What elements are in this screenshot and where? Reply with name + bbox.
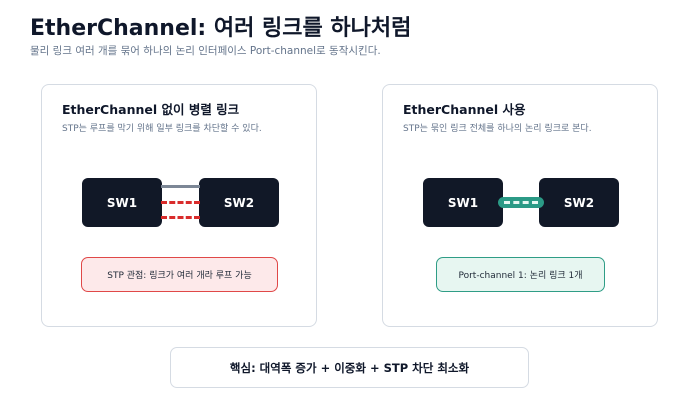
switch-sw2: SW2	[539, 178, 619, 227]
page-subtitle: 물리 링크 여러 개를 묶어 하나의 논리 인터페이스 Port-channel…	[30, 45, 381, 57]
switch-sw1: SW1	[423, 178, 503, 227]
blocked-link	[161, 201, 200, 204]
active-link	[161, 185, 200, 188]
switch-sw1: SW1	[82, 178, 162, 227]
bundle-links	[504, 201, 538, 204]
panel-without-etherchannel: EtherChannel 없이 병렬 링크 STP는 루프를 막기 위해 일부 …	[41, 84, 317, 327]
blocked-link	[161, 216, 200, 219]
stp-warning-note: STP 관점: 링크가 여러 개라 루프 가능	[81, 257, 278, 292]
page-title: EtherChannel: 여러 링크를 하나처럼	[30, 16, 412, 41]
switch-sw2: SW2	[199, 178, 279, 227]
port-channel-note: Port-channel 1: 논리 링크 1개	[436, 257, 605, 292]
panel-with-etherchannel: EtherChannel 사용 STP는 묶인 링크 전체를 하나의 논리 링크…	[382, 84, 658, 327]
panel-title: EtherChannel 사용	[403, 102, 526, 117]
panel-description: STP는 묶인 링크 전체를 하나의 논리 링크로 본다.	[403, 124, 592, 134]
port-channel-bundle	[498, 197, 544, 208]
panel-description: STP는 루프를 막기 위해 일부 링크를 차단할 수 있다.	[62, 124, 262, 134]
summary-box: 핵심: 대역폭 증가 + 이중화 + STP 차단 최소화	[170, 347, 529, 388]
panel-title: EtherChannel 없이 병렬 링크	[62, 102, 240, 117]
